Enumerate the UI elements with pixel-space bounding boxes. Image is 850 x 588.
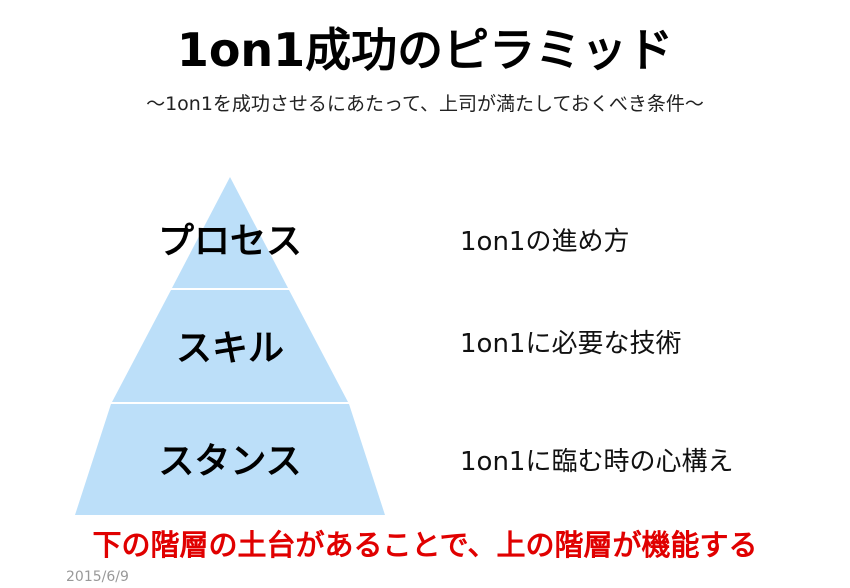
layer-description-skill: 1on1に必要な技術 [460, 329, 682, 359]
slide-title: 1on1成功のピラミッド [176, 23, 674, 77]
footer-message: 下の階層の土台があることで、上の階層が機能する [92, 528, 758, 562]
pyramid-layer-bottom [75, 404, 385, 515]
layer-label-process: プロセス [157, 221, 302, 262]
layer-label-skill: スキル [175, 328, 284, 369]
slide-date: 2015/6/9 [66, 569, 129, 585]
layer-label-stance: スタンス [158, 441, 302, 482]
pyramid-layer-middle [112, 290, 348, 402]
slide-subtitle: ～1on1を成功させるにあたって、上司が満たしておくべき条件～ [146, 93, 704, 115]
layer-description-stance: 1on1に臨む時の心構え [460, 447, 734, 477]
pyramid-layer-top [172, 177, 288, 288]
layer-description-process: 1on1の進め方 [460, 227, 630, 257]
